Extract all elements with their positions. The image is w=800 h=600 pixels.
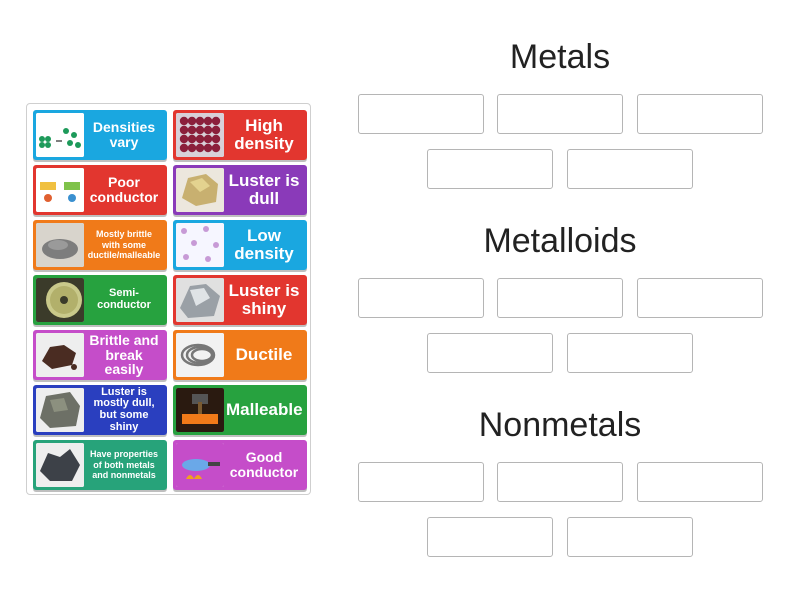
gray-rock-icon	[36, 388, 84, 432]
card-high-density[interactable]: High density	[173, 110, 307, 160]
molecule-grid-icon	[36, 113, 84, 157]
drop-slot-metals-1[interactable]	[358, 94, 484, 134]
drop-slot-nonmetals-3[interactable]	[637, 462, 763, 502]
group-title-metals: Metals	[509, 38, 611, 76]
metalloid-chunk-icon	[36, 443, 84, 487]
gray-powder-icon	[36, 223, 84, 267]
card-malleable[interactable]: Malleable	[173, 385, 307, 435]
card-label: Ductile	[235, 345, 293, 365]
cd-disc-icon	[36, 278, 84, 322]
card-luster-is-shiny[interactable]: Luster is shiny	[173, 275, 307, 325]
card-brittle-break[interactable]: Brittle and break easily	[33, 330, 167, 380]
drop-slot-nonmetals-1[interactable]	[358, 462, 484, 502]
card-label: High density	[234, 116, 294, 153]
drop-slot-metals-4[interactable]	[427, 149, 553, 189]
card-good-conductor[interactable]: Good conductor	[173, 440, 307, 490]
crumbled-solid-icon	[36, 333, 84, 377]
drop-slot-metalloids-1[interactable]	[358, 278, 484, 318]
drop-slot-metalloids-4[interactable]	[427, 333, 553, 373]
drop-slot-metalloids-5[interactable]	[567, 333, 693, 373]
drop-slot-nonmetals-2[interactable]	[497, 462, 623, 502]
atom-lattice-icon	[176, 113, 224, 157]
card-label: Semi-conductor	[97, 287, 151, 311]
card-label: Low density	[234, 226, 294, 263]
card-label: Mostly brittle with some ductile/malleab…	[87, 229, 161, 261]
card-label: Luster is shiny	[228, 281, 300, 318]
card-label: Have properties of both metals and nonme…	[89, 449, 159, 481]
card-label: Poor conductor	[89, 174, 159, 205]
card-luster-mostly-dull[interactable]: Luster is mostly dull, but some shiny	[33, 385, 167, 435]
card-semi-conductor[interactable]: Semi-conductor	[33, 275, 167, 325]
drop-slot-metalloids-3[interactable]	[637, 278, 763, 318]
card-label: Densities vary	[92, 119, 156, 150]
card-label: Malleable	[226, 400, 303, 420]
heated-pan-icon	[176, 443, 224, 487]
group-title-nonmetals: Nonmetals	[478, 406, 642, 444]
drop-slot-metals-2[interactable]	[497, 94, 623, 134]
gas-particles-icon	[176, 223, 224, 267]
shiny-metal-icon	[176, 278, 224, 322]
forge-hammer-icon	[176, 388, 224, 432]
sulfur-rock-icon	[176, 168, 224, 212]
card-mostly-brittle[interactable]: Mostly brittle with some ductile/malleab…	[33, 220, 167, 270]
drop-slot-metals-3[interactable]	[637, 94, 763, 134]
drop-slot-metalloids-2[interactable]	[497, 278, 623, 318]
card-label: Luster is dull	[228, 171, 300, 208]
wire-coil-icon	[176, 333, 224, 377]
group-title-metalloids: Metalloids	[483, 222, 637, 260]
drop-slot-nonmetals-5[interactable]	[567, 517, 693, 557]
drop-slot-nonmetals-4[interactable]	[427, 517, 553, 557]
card-luster-is-dull[interactable]: Luster is dull	[173, 165, 307, 215]
card-label: Good conductor	[229, 449, 299, 480]
card-label: Luster is mostly dull, but some shiny	[93, 385, 155, 433]
conductor-diagram-icon	[36, 168, 84, 212]
card-low-density[interactable]: Low density	[173, 220, 307, 270]
drop-slot-metals-5[interactable]	[567, 149, 693, 189]
card-densities-vary[interactable]: Densities vary	[33, 110, 167, 160]
card-ductile[interactable]: Ductile	[173, 330, 307, 380]
card-poor-conductor[interactable]: Poor conductor	[33, 165, 167, 215]
card-both-properties[interactable]: Have properties of both metals and nonme…	[33, 440, 167, 490]
card-label: Brittle and break easily	[89, 331, 159, 378]
